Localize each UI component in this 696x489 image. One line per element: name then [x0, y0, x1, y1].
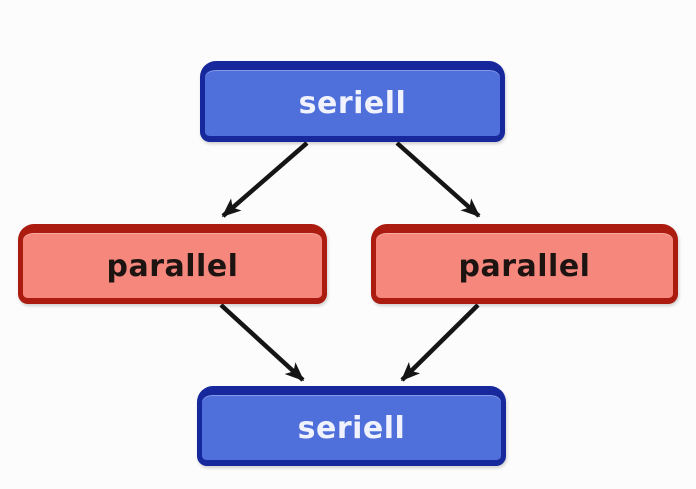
node-parallel-right: parallel — [371, 224, 678, 304]
arrow-right-to-bottom — [400, 303, 480, 382]
node-label: parallel — [106, 248, 239, 284]
node-seriell-top: seriell — [200, 61, 505, 142]
node-label: parallel — [458, 248, 591, 284]
node-label: seriell — [297, 410, 406, 446]
arrow-top-to-left — [221, 141, 309, 218]
node-parallel-left: parallel — [18, 224, 327, 304]
arrow-left-to-bottom — [219, 303, 305, 382]
node-seriell-bottom: seriell — [197, 386, 506, 466]
arrow-top-to-right — [395, 141, 481, 218]
node-label: seriell — [298, 86, 407, 121]
